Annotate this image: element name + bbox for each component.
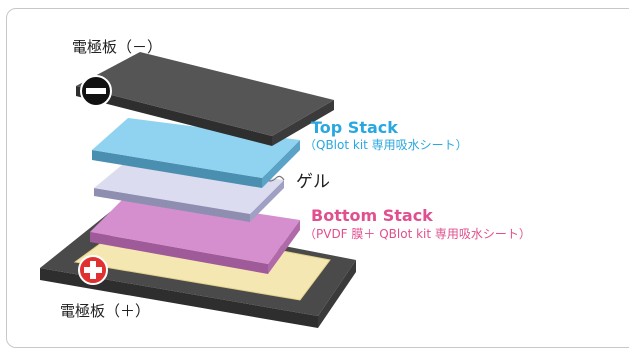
blot-stack-diagram <box>40 52 356 328</box>
gel-sheet <box>94 160 285 222</box>
bottom-stack-title: Bottom Stack <box>311 206 433 225</box>
top-stack-subtitle: （QBlot kit 専用吸水シート） <box>304 138 468 152</box>
negative-electrode-plate <box>76 52 334 146</box>
minus-badge-icon <box>80 75 112 107</box>
negative-electrode-label: 電極板（－） <box>72 38 163 56</box>
top-stack-title: Top Stack <box>311 118 398 137</box>
bottom-stack-subtitle: （PVDF 膜＋ QBlot kit 専用吸水シート） <box>304 227 531 241</box>
bottom-stack-sheet <box>90 194 300 274</box>
top-stack-sheet <box>92 118 300 188</box>
positive-electrode-label: 電極板（＋） <box>60 302 151 320</box>
gel-label: ゲル <box>296 172 330 192</box>
plus-badge-icon <box>78 255 108 285</box>
